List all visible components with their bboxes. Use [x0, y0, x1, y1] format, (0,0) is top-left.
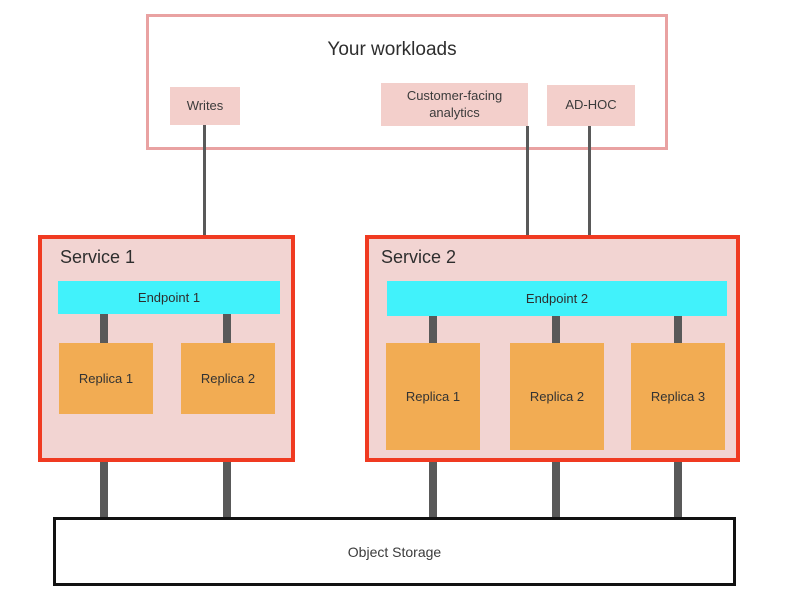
- workload-chip-adhoc: AD-HOC: [547, 85, 635, 126]
- service-2-box: Service 2 Endpoint 2 Replica 1 Replica 2…: [365, 235, 740, 462]
- connector-s2-replica1-storage: [429, 446, 437, 517]
- service-1-replica-1-label: Replica 1: [78, 371, 134, 386]
- workload-chip-customer-facing-analytics: Customer-facing analytics: [381, 83, 528, 126]
- service-1-endpoint-label: Endpoint 1: [137, 290, 201, 305]
- arrow-analytics-line: [526, 126, 529, 259]
- workloads-title: Your workloads: [327, 39, 457, 60]
- service-2-endpoint-label: Endpoint 2: [525, 291, 589, 306]
- service-1-endpoint: Endpoint 1: [58, 281, 280, 314]
- connector-s2-endpoint-replica3: [674, 316, 682, 343]
- workload-chip-cf-label: Customer-facing analytics: [406, 88, 503, 120]
- arrow-writes-line: [203, 125, 206, 258]
- service-2-replica-1-label: Replica 1: [405, 389, 461, 404]
- object-storage-box: Object Storage: [53, 517, 736, 586]
- connector-s2-replica2-storage: [552, 446, 560, 517]
- service-2-replica-2: Replica 2: [510, 343, 604, 450]
- connector-s2-endpoint-replica1: [429, 316, 437, 343]
- connector-s2-replica3-storage: [674, 446, 682, 517]
- workload-chip-writes: Writes: [170, 87, 240, 125]
- service-2-label: Service 2: [381, 247, 457, 267]
- connector-s2-endpoint-replica2: [552, 316, 560, 343]
- workloads-box: Your workloads: [146, 14, 668, 150]
- service-1-label: Service 1: [60, 247, 136, 267]
- connector-s1-endpoint-replica2: [223, 314, 231, 343]
- arrow-adhoc-line: [588, 126, 591, 259]
- object-storage-label: Object Storage: [347, 543, 442, 560]
- service-2-replica-2-label: Replica 2: [529, 389, 585, 404]
- service-1-replica-2-label: Replica 2: [200, 371, 256, 386]
- service-1-replica-1: Replica 1: [59, 343, 153, 414]
- connector-s1-endpoint-replica1: [100, 314, 108, 343]
- service-2-replica-1: Replica 1: [386, 343, 480, 450]
- service-2-replica-3-label: Replica 3: [650, 389, 706, 404]
- connector-s1-replica2-storage: [223, 410, 231, 517]
- workload-chip-writes-label: Writes: [186, 97, 224, 113]
- workload-chip-adhoc-label: AD-HOC: [565, 97, 617, 113]
- connector-s1-replica1-storage: [100, 410, 108, 517]
- service-1-box: Service 1 Endpoint 1 Replica 1 Replica 2: [38, 235, 295, 462]
- service-2-replica-3: Replica 3: [631, 343, 725, 450]
- service-2-endpoint: Endpoint 2: [387, 281, 727, 316]
- service-1-replica-2: Replica 2: [181, 343, 275, 414]
